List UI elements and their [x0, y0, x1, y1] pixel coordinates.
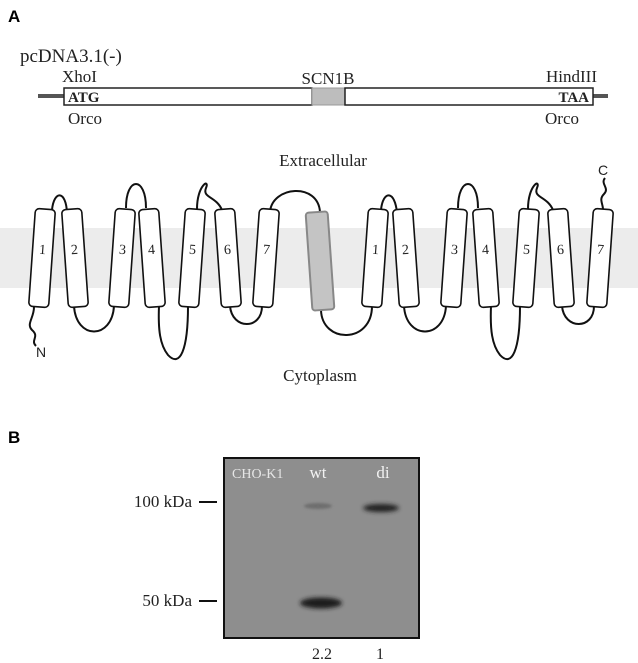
cytoplasm-label: Cytoplasm: [283, 366, 357, 385]
svg-text:3: 3: [451, 243, 459, 258]
loop-3-4-right: [457, 183, 479, 209]
panel-a-letter: A: [8, 7, 20, 26]
panel-b-letter: B: [8, 428, 20, 447]
svg-text:5: 5: [189, 243, 197, 258]
topology-diagram: Extracellular Cytoplasm N C 1 2: [0, 151, 638, 385]
construct-diagram: pcDNA3.1(-) XhoI HindIII SCN1B ATG TAA O…: [20, 46, 608, 128]
wt-band-50kda: [300, 597, 342, 609]
orco-label-left: Orco: [68, 109, 102, 128]
di-band-100kda: [363, 504, 399, 512]
loop-1-2-right: [380, 194, 398, 214]
helix-left-3: 3: [108, 207, 136, 309]
svg-text:6: 6: [556, 243, 564, 258]
wt-faint-band: [304, 503, 332, 509]
svg-text:5: 5: [523, 243, 531, 258]
helix-right-2: 2: [392, 207, 420, 309]
n-terminus-label: N: [36, 344, 46, 360]
loop-4-5: [157, 305, 189, 361]
helix-left-1: 1: [28, 207, 56, 309]
stop-codon: TAA: [558, 90, 589, 106]
blot-membrane: [223, 457, 420, 639]
helix-right-6: 6: [547, 207, 575, 309]
orco-box-left: [63, 87, 313, 106]
loop-6-7-right: [561, 305, 595, 325]
helix-left-2: 2: [61, 207, 89, 309]
loop-4-5-right: [489, 305, 521, 361]
helix-left-5: 5: [178, 207, 206, 309]
xhoi-label: XhoI: [62, 67, 97, 86]
c-terminus-tail: [600, 177, 607, 213]
loop-5-6: [196, 182, 223, 211]
lane-wt: wt: [310, 463, 327, 482]
loop-3-4: [125, 183, 147, 209]
loop-7-linker: [269, 190, 321, 213]
helix-left-7: 7: [252, 207, 280, 309]
loop-linker-1: [320, 305, 373, 336]
c-terminus-label: C: [598, 162, 608, 178]
marker-100kda: 100 kDa: [134, 492, 193, 511]
lane-cho-k1: CHO-K1: [232, 467, 283, 482]
loop-5-6-right: [527, 182, 554, 211]
ratio-di: 1: [376, 646, 384, 663]
n-terminus-tail: [28, 306, 37, 347]
loop-6-7: [229, 305, 263, 325]
svg-text:1: 1: [39, 243, 47, 258]
helix-right-3: 3: [440, 207, 468, 309]
loop-2-3: [73, 305, 115, 333]
ratio-wt: 2.2: [312, 646, 332, 663]
helix-left-6: 6: [214, 207, 242, 309]
orco-label-right: Orco: [545, 109, 579, 128]
scn1b-label: SCN1B: [302, 69, 355, 88]
lane-di: di: [376, 463, 390, 482]
orco-box-right: [344, 87, 594, 106]
start-codon: ATG: [68, 90, 100, 106]
hindiii-label: HindIII: [546, 67, 597, 86]
svg-text:2: 2: [401, 243, 409, 258]
helix-right-5: 5: [512, 207, 540, 309]
svg-text:4: 4: [147, 243, 155, 258]
extracellular-label: Extracellular: [279, 151, 367, 170]
marker-50kda: 50 kDa: [142, 591, 192, 610]
western-blot: CHO-K1 wt di 100 kDa 50 kDa 2.2 1: [134, 457, 420, 663]
loop-1-2: [51, 194, 68, 214]
loop-2-3-right: [403, 305, 447, 333]
svg-text:4: 4: [481, 243, 489, 258]
svg-text:7: 7: [263, 243, 271, 258]
helix-right-1: 1: [361, 207, 389, 309]
svg-text:7: 7: [597, 243, 605, 258]
scn1b-helix: [304, 210, 336, 312]
helix-left-4: 4: [138, 207, 166, 309]
helix-right-7: 7: [586, 207, 614, 309]
svg-text:2: 2: [70, 243, 78, 258]
plasmid-label: pcDNA3.1(-): [20, 46, 122, 67]
svg-text:1: 1: [372, 243, 380, 258]
svg-text:6: 6: [223, 243, 231, 258]
helix-right-4: 4: [472, 207, 500, 309]
svg-text:3: 3: [119, 243, 127, 258]
scn1b-box: [311, 87, 346, 106]
